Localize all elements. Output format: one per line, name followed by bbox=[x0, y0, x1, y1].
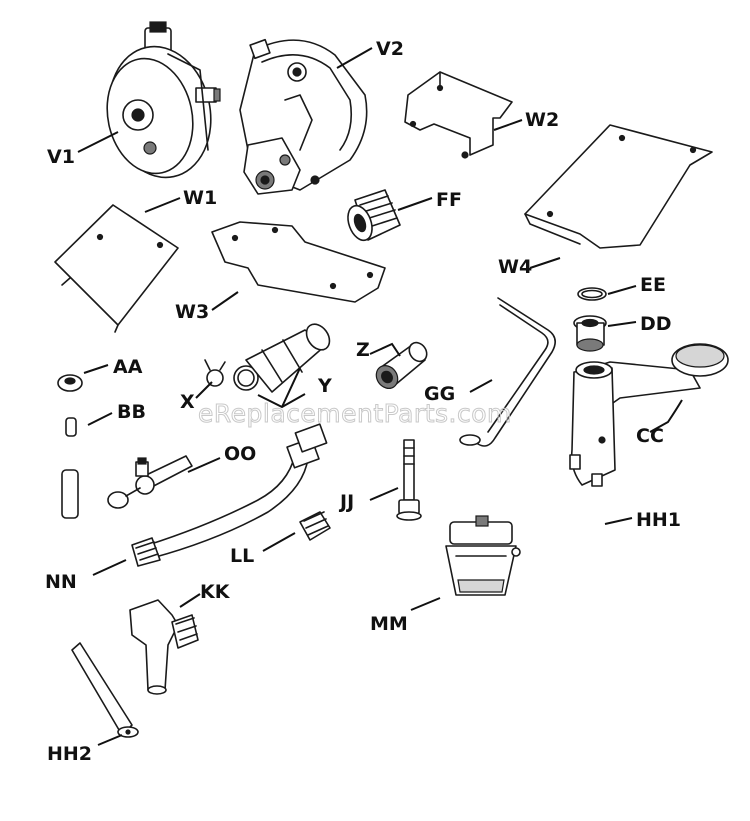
watermark-text: eReplacementParts.com bbox=[198, 399, 512, 428]
label-w4: W4 bbox=[498, 256, 532, 278]
label-w2: W2 bbox=[525, 109, 559, 131]
label-cc: CC bbox=[636, 425, 664, 447]
label-w3: W3 bbox=[175, 301, 209, 323]
part-w4-plate bbox=[524, 124, 713, 249]
label-y: Y bbox=[317, 375, 332, 397]
part-mm-filter bbox=[445, 515, 521, 596]
part-ll-nut bbox=[299, 511, 331, 541]
part-z-fitting bbox=[375, 341, 428, 389]
label-x: X bbox=[180, 391, 195, 413]
label-kk: KK bbox=[200, 581, 231, 603]
label-v1: V1 bbox=[47, 146, 75, 168]
part-aa-cap bbox=[57, 374, 83, 392]
part-gg-rod bbox=[459, 297, 556, 447]
label-ll: LL bbox=[230, 545, 254, 567]
part-v2-regulator-body bbox=[239, 38, 368, 195]
leader-lines bbox=[77, 47, 683, 746]
label-bb: BB bbox=[117, 401, 146, 423]
part-w1-plate bbox=[54, 204, 179, 333]
label-aa: AA bbox=[113, 356, 143, 378]
label-hh2: HH2 bbox=[47, 743, 92, 765]
part-hh2-arm bbox=[71, 642, 139, 738]
label-dd: DD bbox=[640, 313, 672, 335]
label-w1: W1 bbox=[183, 187, 217, 209]
label-v2: V2 bbox=[376, 38, 404, 60]
label-ee: EE bbox=[640, 274, 666, 296]
label-mm: MM bbox=[370, 613, 408, 635]
part-v1-regulator bbox=[106, 21, 221, 179]
part-bb-tube bbox=[61, 417, 79, 519]
part-w2-bracket bbox=[404, 71, 513, 159]
part-kk-elbow bbox=[129, 599, 199, 695]
callout-labels: V1 V2 W2 W1 FF W4 EE W3 DD Z AA GG BB X … bbox=[45, 38, 681, 765]
part-jj-bolt bbox=[396, 439, 422, 521]
label-oo: OO bbox=[224, 443, 256, 465]
part-ee-ring bbox=[577, 287, 607, 301]
part-ff-fitting bbox=[347, 189, 401, 242]
part-dd-bushing bbox=[573, 315, 607, 352]
part-w3-plate bbox=[211, 221, 386, 303]
part-y-hose bbox=[245, 323, 331, 393]
part-nn-hose bbox=[131, 423, 328, 567]
label-ff: FF bbox=[436, 189, 462, 211]
part-x-clamp bbox=[204, 359, 259, 391]
part-oo-tee bbox=[107, 455, 193, 509]
label-gg: GG bbox=[424, 383, 455, 405]
label-nn: NN bbox=[45, 571, 77, 593]
part-cc-arm bbox=[569, 343, 729, 487]
label-jj: JJ bbox=[338, 491, 354, 513]
label-hh1: HH1 bbox=[636, 509, 681, 531]
label-z: Z bbox=[356, 339, 370, 361]
